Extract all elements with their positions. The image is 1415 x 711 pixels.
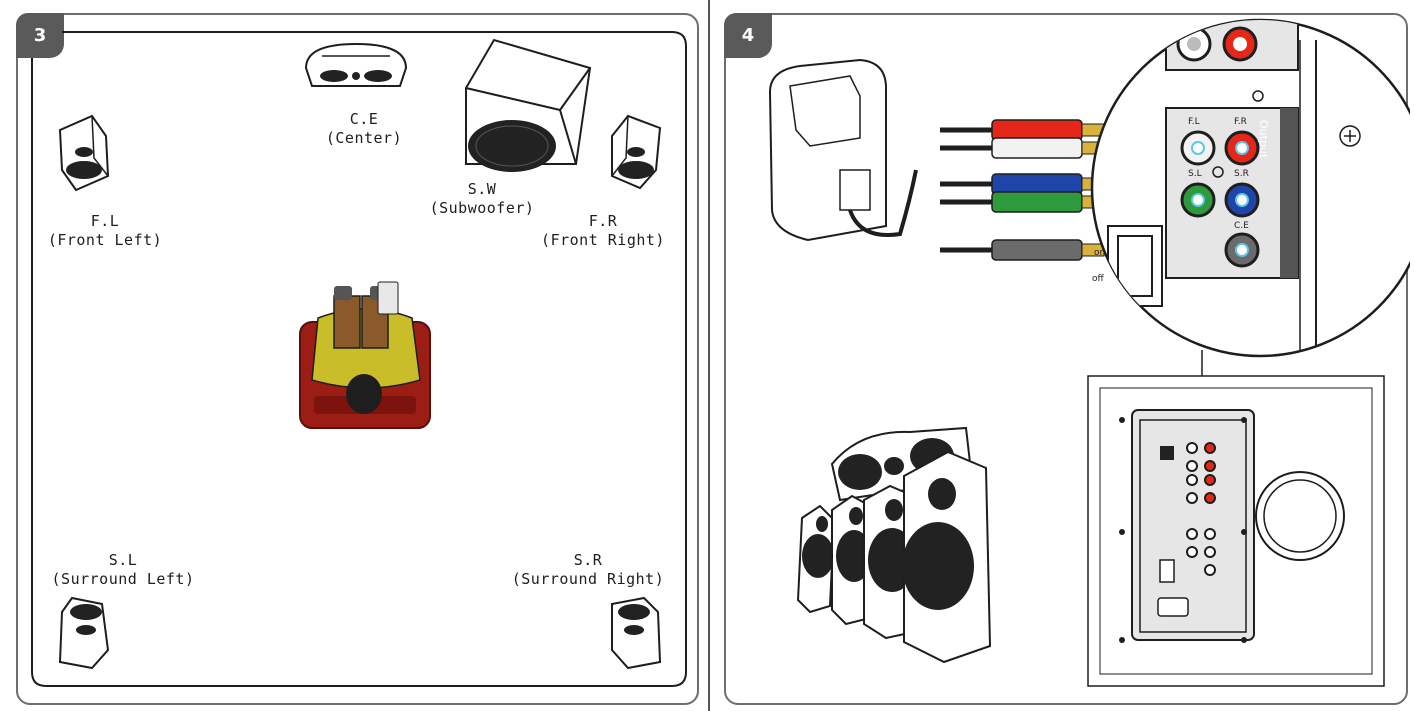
center-speaker-icon xyxy=(304,42,408,87)
front-left-label: F.L (Front Left) xyxy=(40,212,170,250)
center-abbr: C.E xyxy=(349,110,379,128)
front-right-label: F.R (Front Right) xyxy=(530,212,676,250)
front-right-abbr: F.R xyxy=(588,212,618,230)
surround-right-name: (Surround Right) xyxy=(511,570,665,588)
jack-label-fr: F.R xyxy=(1234,117,1247,127)
surround-right-label: S.R (Surround Right) xyxy=(496,551,680,589)
surround-right-speaker-icon xyxy=(611,596,662,670)
front-right-name: (Front Right) xyxy=(541,231,665,249)
subwoofer-back-icon xyxy=(768,58,918,242)
listener-icon xyxy=(299,281,431,429)
jack-label-sr: S.R xyxy=(1234,169,1249,179)
subwoofer-label: S.W (Subwoofer) xyxy=(410,180,554,218)
switch-off-label: off xyxy=(1092,274,1104,284)
jack-label-sl: S.L xyxy=(1188,169,1202,179)
speaker-set-icon xyxy=(796,426,992,664)
front-left-name: (Front Left) xyxy=(47,231,163,249)
surround-left-speaker-icon xyxy=(58,596,110,670)
zoom-magnifier xyxy=(1090,18,1410,410)
center-label: C.E (Center) xyxy=(316,110,412,148)
front-left-speaker-icon xyxy=(58,114,110,192)
room-diagram xyxy=(31,31,687,687)
step-badge-3: 3 xyxy=(16,13,64,58)
center-name: (Center) xyxy=(325,129,403,147)
output-label: Output xyxy=(1257,120,1270,159)
switch-on-label: on xyxy=(1094,248,1106,258)
surround-left-name: (Surround Left) xyxy=(51,570,195,588)
jack-label-fl: F.L xyxy=(1188,117,1200,127)
surround-right-abbr: S.R xyxy=(573,551,603,569)
front-left-abbr: F.L xyxy=(90,212,120,230)
rear-panel xyxy=(1087,375,1385,687)
subwoofer-icon xyxy=(465,38,592,172)
surround-left-label: S.L (Surround Left) xyxy=(38,551,208,589)
surround-left-abbr: S.L xyxy=(108,551,138,569)
panel-divider xyxy=(708,0,710,711)
step-badge-4: 4 xyxy=(724,13,772,58)
connection-diagram xyxy=(768,18,1410,687)
front-right-speaker-icon xyxy=(611,114,662,190)
jack-label-ce: C.E xyxy=(1234,221,1249,231)
subwoofer-abbr: S.W xyxy=(467,180,497,198)
subwoofer-name: (Subwoofer) xyxy=(429,199,535,217)
